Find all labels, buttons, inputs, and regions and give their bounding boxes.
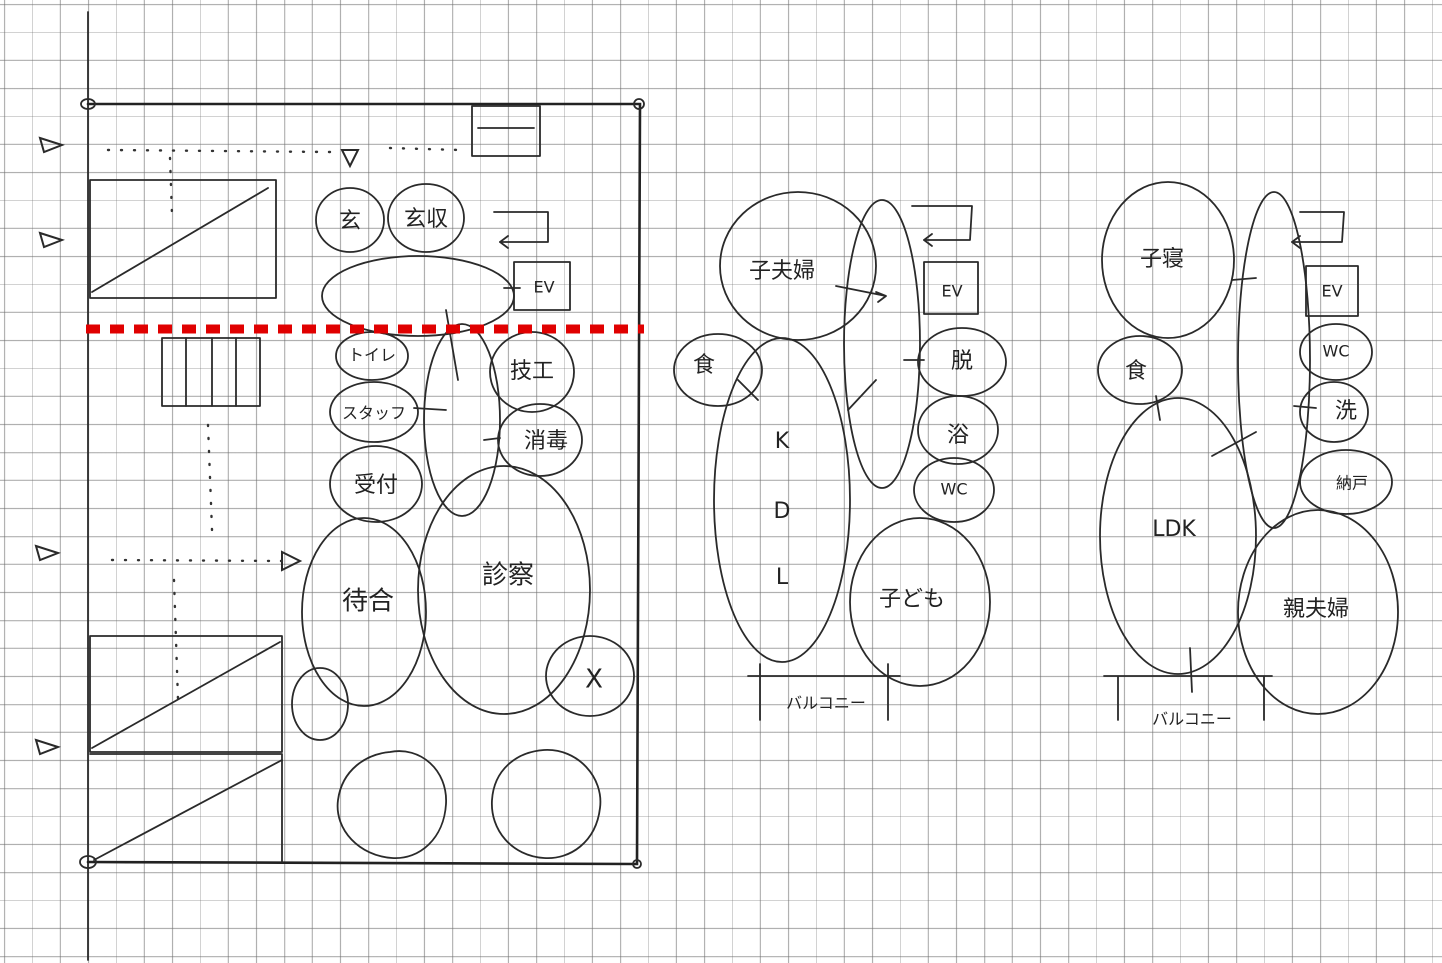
circulation-path <box>390 148 460 150</box>
direction-marker <box>40 138 62 152</box>
room-label-dining2: D <box>774 499 791 524</box>
flow-arrow <box>414 408 500 440</box>
circulation-path <box>108 150 330 152</box>
direction-marker <box>282 552 300 570</box>
flow-arrow <box>1294 406 1316 408</box>
room-label-wash: 洗 <box>1335 399 1357 424</box>
flow-arrow <box>1190 648 1192 692</box>
balcony-label: バルコニー <box>786 694 866 713</box>
room-label-wc: WC <box>941 480 968 499</box>
room-label-ev: EV <box>533 278 554 297</box>
circulation-path <box>170 158 172 215</box>
room-label-ev: EV <box>1321 282 1342 301</box>
flow-arrow <box>836 286 886 302</box>
room-label-dining: 食 <box>1125 359 1147 384</box>
direction-marker <box>342 150 358 166</box>
plan-middle: 子夫婦 EV 食 K D L 脱 浴 WC 子ども バルコニー <box>674 192 1006 720</box>
diagonal-hatch <box>92 188 268 292</box>
tree <box>492 750 601 858</box>
room-label-bath: 浴 <box>947 423 969 448</box>
circulation-path <box>208 425 212 530</box>
flow-arrow <box>446 310 458 380</box>
room-label-child: 子ども <box>879 587 945 612</box>
room-bubble-hall <box>322 256 514 336</box>
direction-marker <box>36 740 58 754</box>
room-label-kitchen: K <box>775 429 790 454</box>
stair-symbol <box>1292 212 1344 242</box>
stair-symbol <box>912 206 972 240</box>
room-label-dressing: 脱 <box>951 349 973 374</box>
room-label-closet: 納戸 <box>1336 474 1368 493</box>
room-label-bedroom: 子寝 <box>1140 247 1184 272</box>
room-label-exam: 診察 <box>482 561 534 591</box>
room-label-couple: 子夫婦 <box>749 259 815 284</box>
room-label-xray: X <box>585 665 603 695</box>
room-label-storage: 玄収 <box>404 207 448 232</box>
room-bubble-corridor <box>424 324 500 516</box>
flow-arrow <box>1232 278 1256 280</box>
room-bubble-corridor <box>844 200 920 488</box>
direction-marker <box>36 546 58 560</box>
room-label-ldk: LDK <box>1152 517 1196 542</box>
room-label-dining: 食 <box>693 353 715 378</box>
room-bubble-dining <box>674 334 762 406</box>
room-label-toilet: トイレ <box>348 346 396 365</box>
circulation-path <box>174 580 178 700</box>
room-label-parents: 親夫婦 <box>1283 597 1349 622</box>
flow-arrow <box>1212 432 1256 456</box>
bike-rack <box>162 338 260 406</box>
plan-left: 玄 玄収 EV トイレ スタッフ 技工 消毒 受付 待合 診察 X <box>36 12 644 960</box>
flow-arrow <box>848 380 876 410</box>
direction-marker <box>40 233 62 247</box>
room-label-lab: 技工 <box>510 359 554 384</box>
diagonal-hatch <box>92 642 280 748</box>
circulation-path <box>112 560 282 561</box>
tree <box>338 751 447 858</box>
plan-right: 子寝 EV 食 WC 洗 納戸 LDK 親夫婦 バルコニー <box>1098 182 1398 729</box>
diagonal-hatch <box>94 760 282 860</box>
room-label-reception: 受付 <box>354 473 398 498</box>
room-label-sterilize: 消毒 <box>524 429 568 454</box>
stair-symbol <box>494 212 548 242</box>
room-label-wc: WC <box>1323 342 1350 361</box>
room-label-staff: スタッフ <box>342 404 406 423</box>
stair-box <box>472 106 540 156</box>
room-label-genkan: 玄 <box>339 209 361 234</box>
room-label-living: L <box>776 565 789 590</box>
room-label-waiting: 待合 <box>342 587 394 617</box>
room-label-ev: EV <box>941 282 962 301</box>
balcony-label: バルコニー <box>1152 710 1232 729</box>
